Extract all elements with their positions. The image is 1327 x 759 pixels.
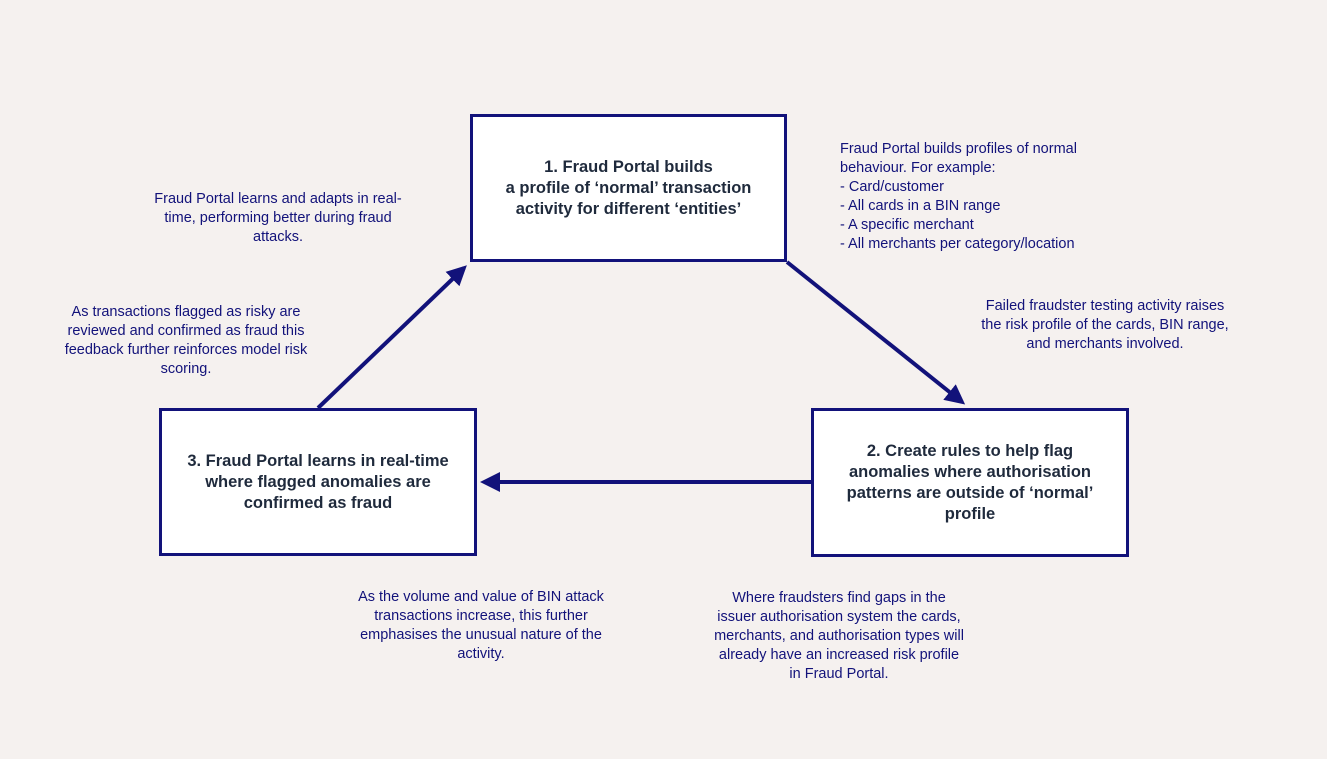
step-3-line: 3. Fraud Portal learns in real-time (187, 451, 449, 470)
step-2-box: 2. Create rules to help flag anomalies w… (811, 408, 1129, 557)
step-1-line: 1. Fraud Portal builds (544, 157, 713, 176)
step-3-box: 3. Fraud Portal learns in real-time wher… (159, 408, 477, 556)
step-3-text: 3. Fraud Portal learns in real-time wher… (187, 451, 448, 514)
note-authorisation-gaps: Where fraudsters find gaps in the issuer… (714, 590, 964, 682)
step-1-box: 1. Fraud Portal builds a profile of ‘nor… (470, 114, 787, 262)
arrow-step3-to-step1 (316, 265, 467, 410)
arrow-step1-to-step2 (785, 260, 966, 405)
step-2-text: 2. Create rules to help flag anomalies w… (847, 441, 1094, 525)
note-flagged-feedback: As transactions flagged as risky are rev… (64, 304, 308, 377)
step-2-line: 2. Create rules to help flag (866, 441, 1074, 460)
step-3-line: where flagged anomalies are (205, 472, 431, 491)
step-1-line: a profile of ‘normal’ transaction (505, 178, 752, 197)
note-learns-adapts: Fraud Portal learns and adapts in real- … (154, 191, 402, 245)
step-3-line: confirmed as fraud (243, 493, 393, 512)
note-failed-testing: Failed fraudster testing activity raises… (981, 298, 1229, 352)
step-2-line: profile (944, 504, 996, 523)
step-1-text: 1. Fraud Portal builds a profile of ‘nor… (506, 157, 752, 220)
step-1-line: activity for different ‘entities’ (515, 199, 742, 218)
note-bin-attack-volume: As the volume and value of BIN attack tr… (358, 589, 604, 662)
note-normal-profiles: Fraud Portal builds profiles of normal b… (840, 141, 1077, 252)
step-2-line: anomalies where authorisation (848, 462, 1092, 481)
step-2-line: patterns are outside of ‘normal’ (846, 483, 1094, 502)
